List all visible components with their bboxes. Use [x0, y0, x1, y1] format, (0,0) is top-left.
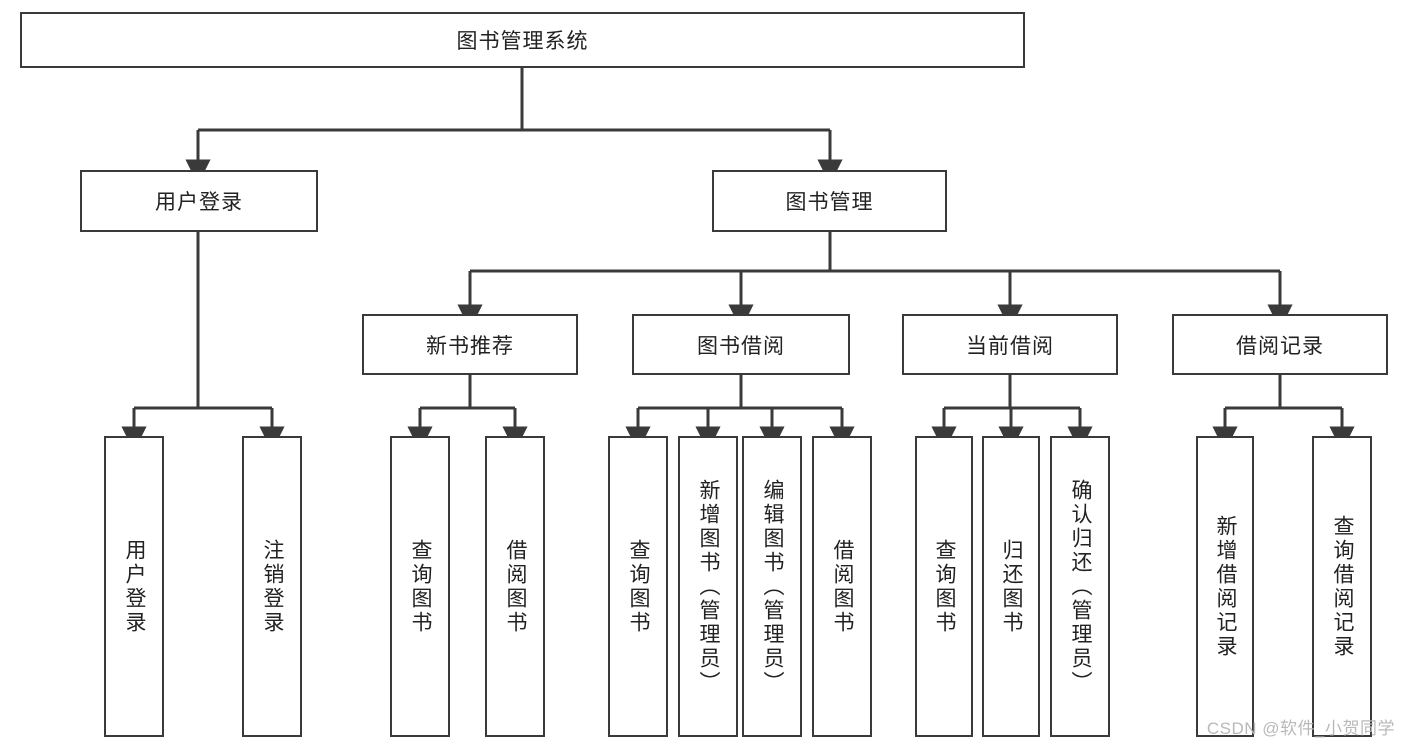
node-leaf-query-book-2[interactable]: 查询图书 — [608, 436, 668, 737]
watermark-text: CSDN @软件_小贺同学 — [1206, 719, 1395, 738]
node-leaf-return-book-label: 归还图书 — [1000, 538, 1024, 635]
node-leaf-edit-book-label: 编辑图书（管理员） — [761, 478, 785, 695]
node-leaf-logout[interactable]: 注销登录 — [242, 436, 302, 737]
node-leaf-query-book-2-label: 查询图书 — [627, 538, 651, 635]
node-current-borrow[interactable]: 当前借阅 — [902, 314, 1118, 375]
node-leaf-query-book-3-label: 查询图书 — [933, 538, 957, 635]
node-leaf-add-record-label: 新增借阅记录 — [1214, 514, 1238, 659]
node-root-label: 图书管理系统 — [456, 30, 589, 53]
node-book-management[interactable]: 图书管理 — [712, 170, 947, 232]
node-user-login[interactable]: 用户登录 — [80, 170, 318, 232]
node-leaf-query-record-label: 查询借阅记录 — [1331, 514, 1355, 659]
node-leaf-query-book-3[interactable]: 查询图书 — [915, 436, 973, 737]
node-leaf-borrow-book-2-label: 借阅图书 — [831, 538, 855, 635]
node-borrow-record-label: 借阅记录 — [1236, 334, 1324, 358]
node-leaf-user-login[interactable]: 用户登录 — [104, 436, 164, 737]
node-leaf-query-book-1[interactable]: 查询图书 — [390, 436, 450, 737]
node-book-management-label: 图书管理 — [785, 191, 874, 214]
node-leaf-query-book-1-label: 查询图书 — [409, 538, 433, 635]
node-leaf-add-record[interactable]: 新增借阅记录 — [1196, 436, 1254, 737]
node-borrow-record[interactable]: 借阅记录 — [1172, 314, 1388, 375]
node-leaf-user-login-label: 用户登录 — [123, 538, 147, 635]
node-book-borrow-label: 图书借阅 — [697, 334, 785, 358]
node-leaf-return-book[interactable]: 归还图书 — [982, 436, 1040, 737]
node-user-login-label: 用户登录 — [155, 191, 243, 214]
node-new-book-recommend-label: 新书推荐 — [426, 334, 514, 358]
node-leaf-borrow-book-1-label: 借阅图书 — [504, 538, 528, 635]
node-leaf-logout-label: 注销登录 — [261, 538, 285, 635]
node-leaf-borrow-book-2[interactable]: 借阅图书 — [812, 436, 872, 737]
node-leaf-add-book-label: 新增图书（管理员） — [697, 478, 721, 695]
node-book-borrow[interactable]: 图书借阅 — [632, 314, 850, 375]
node-leaf-add-book[interactable]: 新增图书（管理员） — [678, 436, 738, 737]
node-new-book-recommend[interactable]: 新书推荐 — [362, 314, 578, 375]
node-leaf-edit-book[interactable]: 编辑图书（管理员） — [742, 436, 802, 737]
node-leaf-confirm-return[interactable]: 确认归还（管理员） — [1050, 436, 1110, 737]
node-leaf-query-record[interactable]: 查询借阅记录 — [1312, 436, 1372, 737]
node-leaf-confirm-return-label: 确认归还（管理员） — [1069, 478, 1093, 695]
node-root[interactable]: 图书管理系统 — [20, 12, 1025, 68]
node-current-borrow-label: 当前借阅 — [966, 334, 1054, 358]
node-leaf-borrow-book-1[interactable]: 借阅图书 — [485, 436, 545, 737]
